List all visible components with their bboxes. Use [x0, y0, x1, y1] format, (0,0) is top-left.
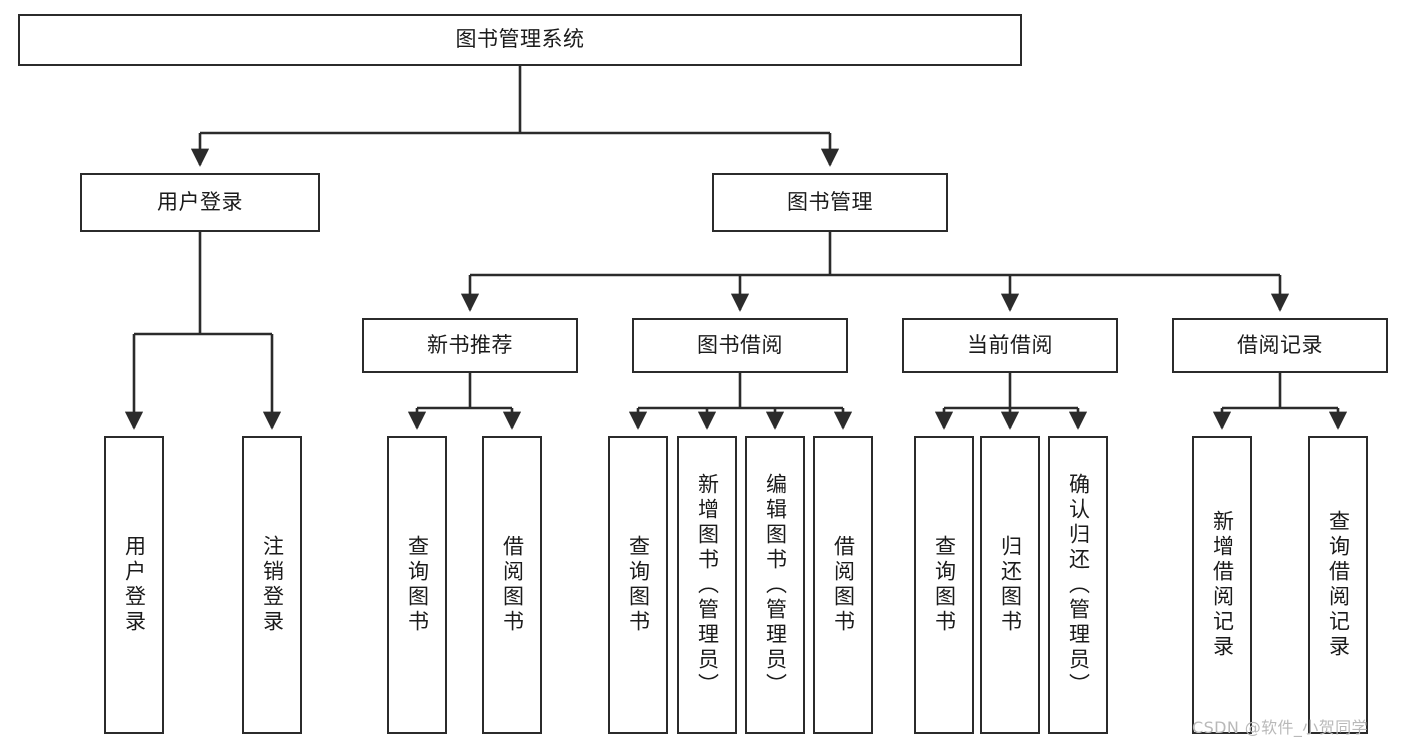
node-book-borrow[interactable]: 图书借阅 [632, 318, 848, 373]
leaf-add-book-admin[interactable]: 新增图书（管理员） [677, 436, 737, 734]
leaf-edit-book-admin[interactable]: 编辑图书（管理员） [745, 436, 805, 734]
node-book-manage[interactable]: 图书管理 [712, 173, 948, 232]
leaf-user-login[interactable]: 用户登录 [104, 436, 164, 734]
leaf-query-book-recommendation[interactable]: 查询图书 [387, 436, 447, 734]
leaf-confirm-return-admin[interactable]: 确认归还（管理员） [1048, 436, 1108, 734]
leaf-borrow-book[interactable]: 借阅图书 [813, 436, 873, 734]
node-new-book-recommendation[interactable]: 新书推荐 [362, 318, 578, 373]
leaf-add-borrow-record[interactable]: 新增借阅记录 [1192, 436, 1252, 734]
leaf-return-book[interactable]: 归还图书 [980, 436, 1040, 734]
leaf-query-borrow-record[interactable]: 查询借阅记录 [1308, 436, 1368, 734]
leaf-borrow-book-recommendation[interactable]: 借阅图书 [482, 436, 542, 734]
leaf-query-book[interactable]: 查询图书 [608, 436, 668, 734]
node-user-login[interactable]: 用户登录 [80, 173, 320, 232]
node-root[interactable]: 图书管理系统 [18, 14, 1022, 66]
leaf-query-book-current[interactable]: 查询图书 [914, 436, 974, 734]
leaf-user-logout[interactable]: 注销登录 [242, 436, 302, 734]
node-borrow-record[interactable]: 借阅记录 [1172, 318, 1388, 373]
node-current-borrow[interactable]: 当前借阅 [902, 318, 1118, 373]
